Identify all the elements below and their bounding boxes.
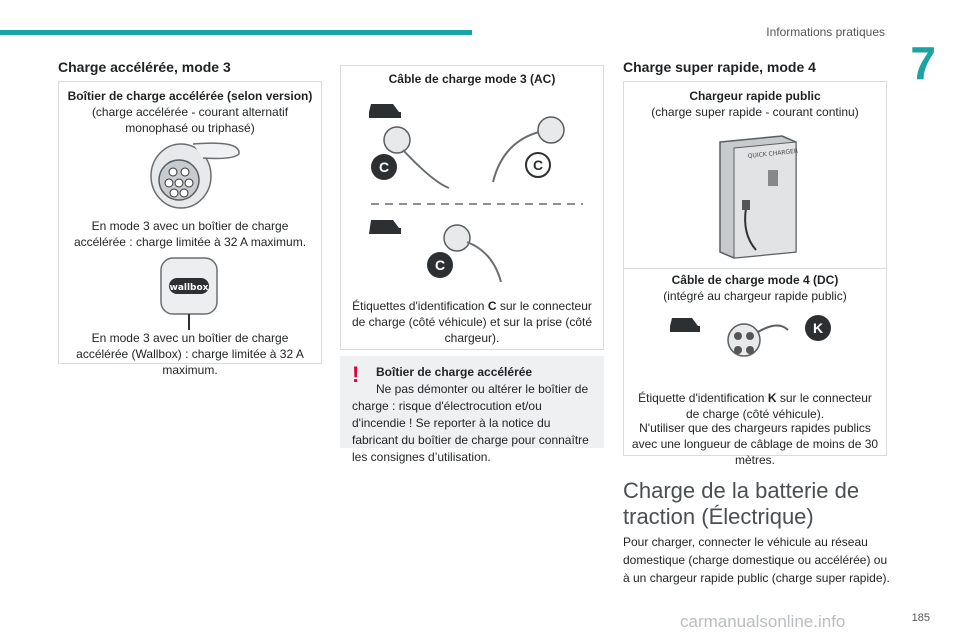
header-accent-bar bbox=[0, 30, 472, 35]
warning-title: Boîtier de charge accélérée bbox=[376, 365, 533, 379]
label-k-badge: K bbox=[805, 315, 831, 341]
wallbox-info-box: Boîtier de charge accélérée (selon versi… bbox=[58, 81, 322, 377]
cable-mode4-illustration bbox=[670, 318, 789, 357]
chapter-number: 7 bbox=[910, 37, 936, 89]
box-subheading: (intégré au chargeur rapide public) bbox=[663, 289, 847, 303]
box-heading: Chargeur rapide public bbox=[689, 89, 821, 103]
warning-box: ! Boîtier de charge accélérée Ne pas dém… bbox=[340, 356, 604, 464]
warning-text: Ne pas démonter ou altérer le boîtier de… bbox=[352, 382, 589, 464]
socket-illustration bbox=[150, 142, 240, 209]
body-paragraph: Pour charger, connecter le véhicule au r… bbox=[623, 535, 890, 585]
car-icon bbox=[369, 104, 401, 118]
quick-charger-illustration: QUICK CHARGER bbox=[719, 135, 798, 259]
label-c-badge: C bbox=[371, 154, 397, 180]
box-text-2: En mode 3 avec un boîtier de charge accé… bbox=[76, 331, 304, 377]
box-subheading: (charge super rapide - courant continu) bbox=[651, 105, 859, 119]
car-icon bbox=[369, 220, 401, 234]
section-title-mode4: Charge super rapide, mode 4 bbox=[623, 59, 816, 75]
cable-mode3-box: Câble de charge mode 3 (AC) C C C Étique… bbox=[340, 65, 604, 350]
box-caption: Étiquette d'identification K sur le conn… bbox=[638, 391, 872, 421]
wallbox-illustration: wallbox bbox=[160, 257, 218, 330]
box-heading: Câble de charge mode 4 (DC) bbox=[671, 273, 839, 287]
box-caption: Étiquettes d'identification C sur le con… bbox=[351, 299, 593, 345]
warning-icon: ! bbox=[352, 362, 360, 387]
watermark: carmanualsonline.info bbox=[680, 612, 846, 631]
section-title-mode3: Charge accélérée, mode 3 bbox=[58, 59, 231, 75]
box-heading: Câble de charge mode 3 (AC) bbox=[388, 72, 556, 86]
label-c-badge: C bbox=[525, 152, 551, 178]
car-icon bbox=[670, 318, 700, 332]
wallbox-brand: wallbox bbox=[170, 283, 209, 293]
box-heading: Boîtier de charge accélérée (selon versi… bbox=[67, 89, 313, 103]
page-number: 185 bbox=[911, 612, 930, 624]
label-c-badge: C bbox=[427, 252, 453, 278]
box-caption-2: N'utiliser que des chargeurs rapides pub… bbox=[631, 421, 879, 467]
quick-charger-box: Chargeur rapide public (charge super rap… bbox=[623, 81, 887, 467]
section-heading-traction-battery: Charge de la batterie de traction (Élect… bbox=[623, 478, 860, 529]
running-header: Informations pratiques bbox=[766, 25, 885, 39]
box-text-1: En mode 3 avec un boîtier de charge accé… bbox=[73, 219, 307, 249]
box-subheading: (charge accélérée - courant alternatif m… bbox=[91, 105, 289, 135]
cable-mode3-illustration bbox=[369, 104, 583, 282]
